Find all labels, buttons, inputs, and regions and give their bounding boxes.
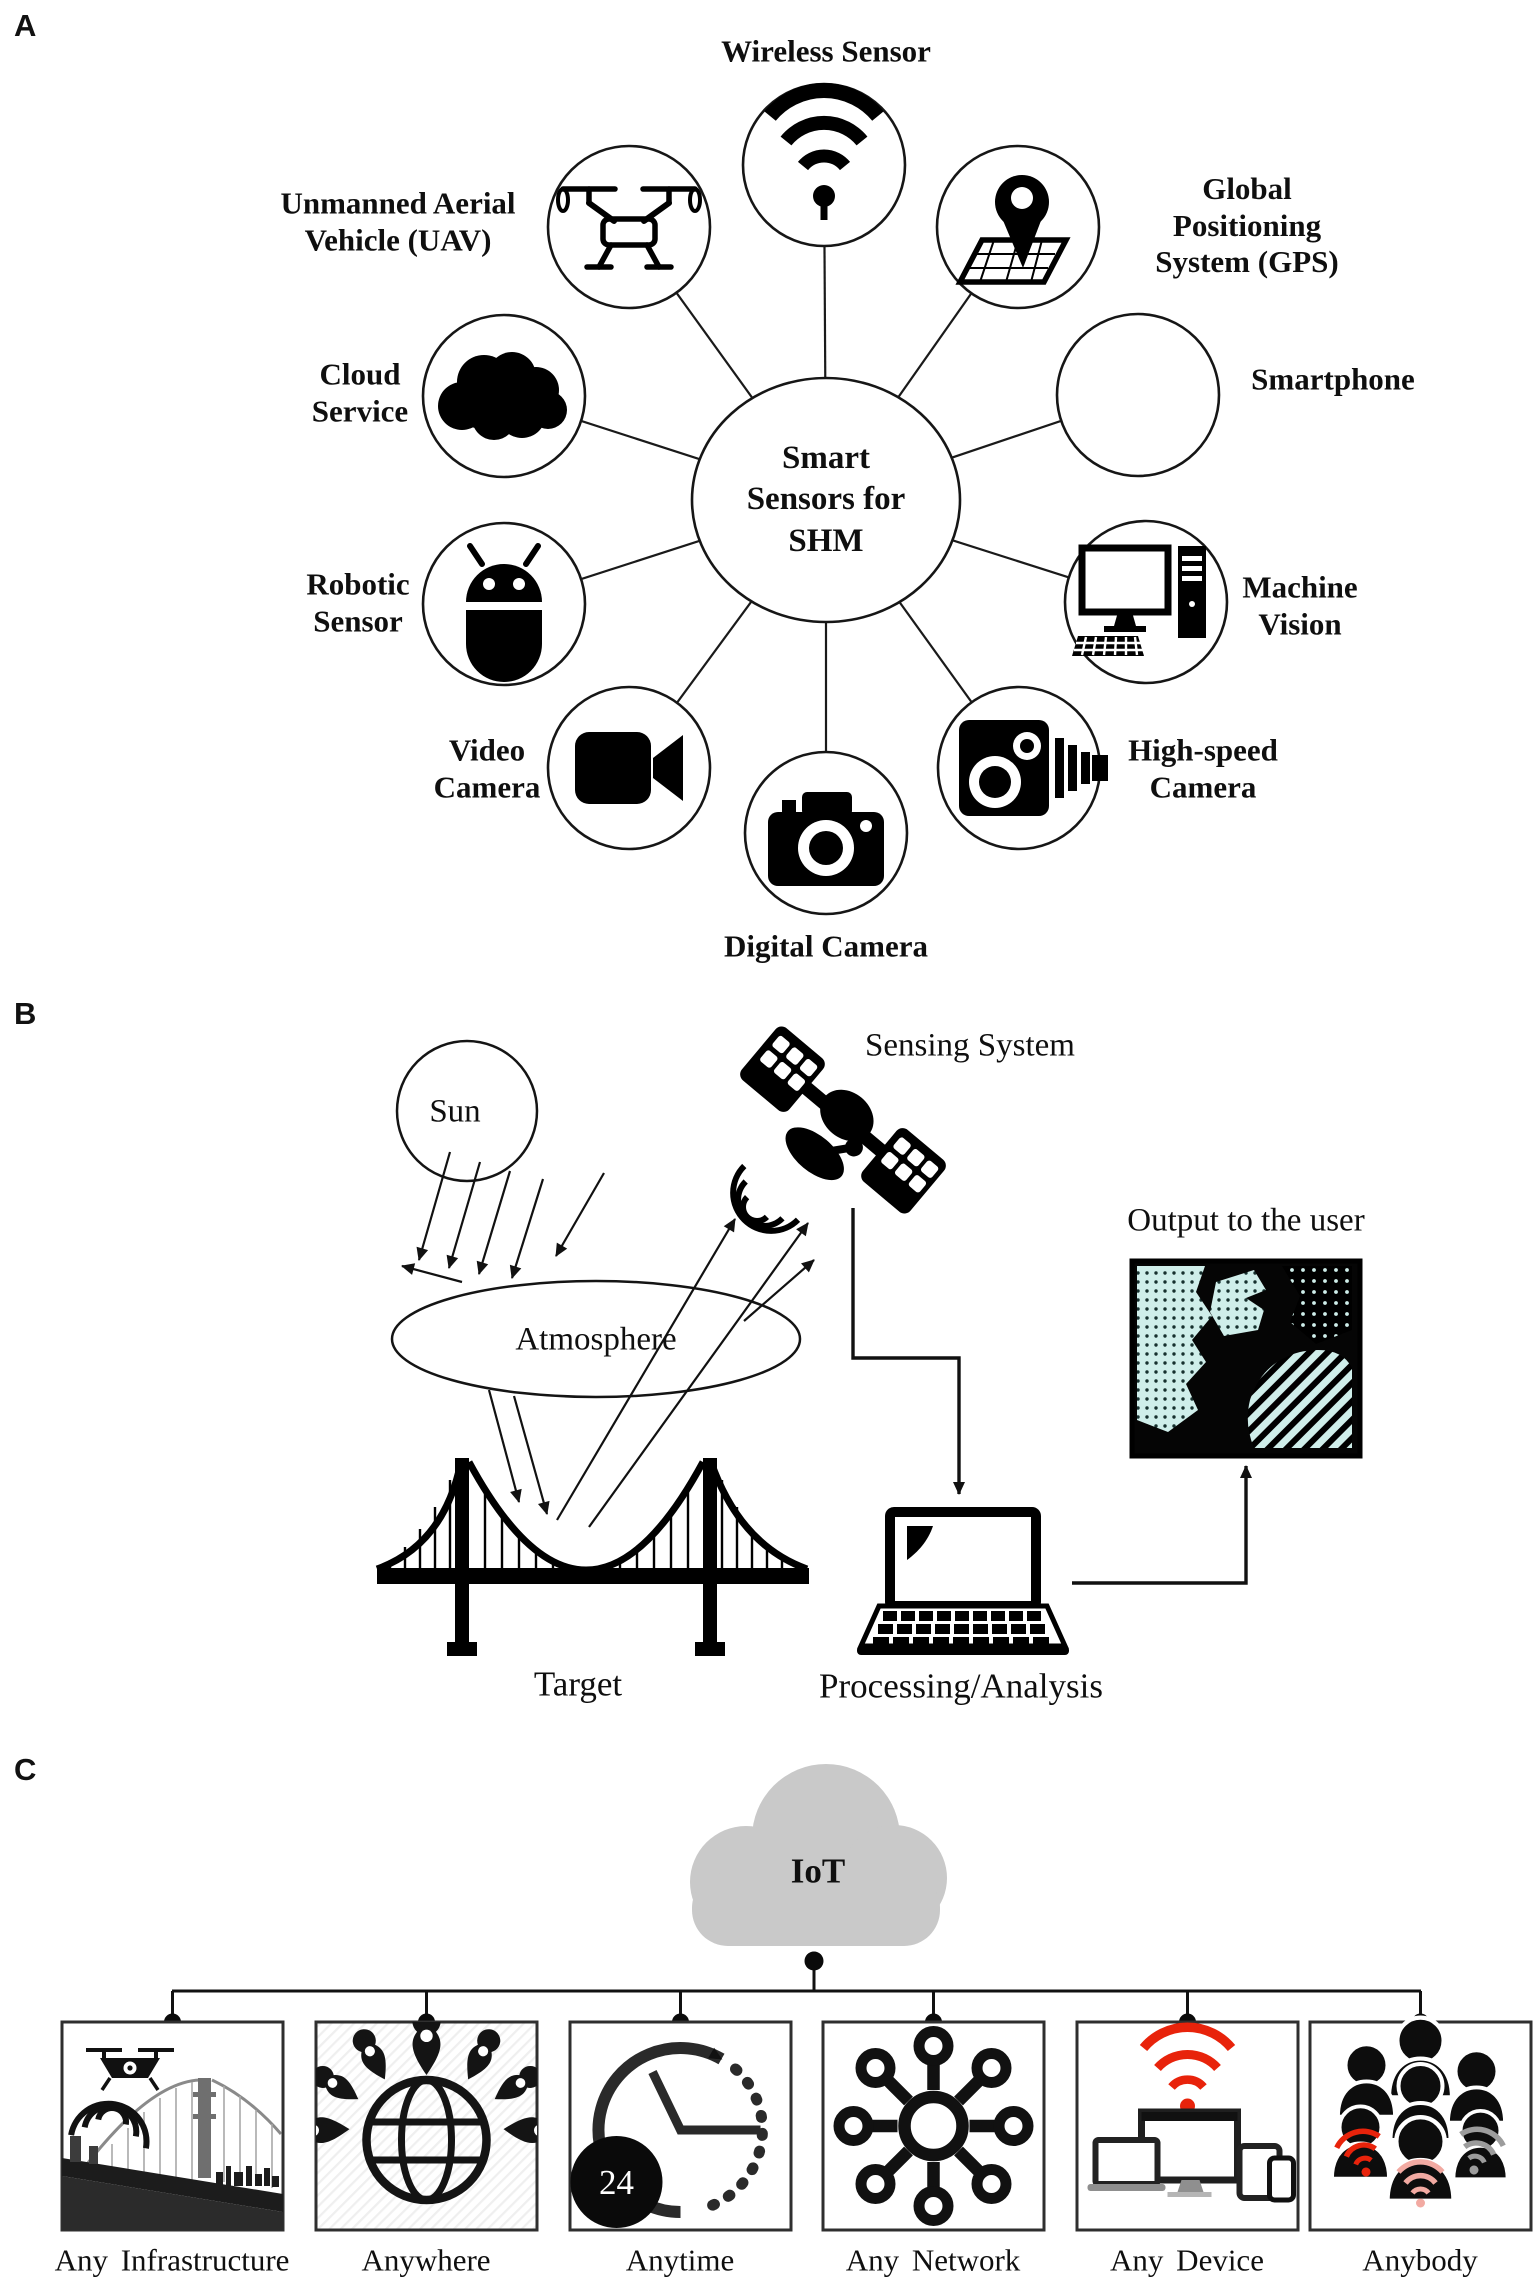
wifi-icon [764,83,884,220]
label-sensing-system: Sensing System [865,1027,1075,1064]
red-wifi-icon [1139,2022,1236,2114]
label-digital-camera: Digital Camera [723,928,929,964]
label-output: Output to the user [1127,1202,1365,1239]
label-sun: Sun [429,1093,481,1130]
label-anytime: Anytime [625,2242,735,2278]
node-uav [546,144,712,310]
label-any-infrastructure: Any Infrastructure [54,2242,290,2278]
output-map-image [1129,1258,1363,1459]
drone-bridge-icon [62,2048,283,2230]
sun-circle [395,1039,539,1183]
video-camera-icon [575,732,683,804]
atmosphere-ellipse [390,1279,802,1399]
label-target: Target [533,1664,623,1704]
label-machine-vision: Machine Vision [1242,569,1358,641]
label-processing: Processing/Analysis [819,1666,1103,1706]
iot-tree-connectors [171,1961,1422,2022]
node-smartphone [1055,312,1221,478]
label-smartphone: Smartphone [1251,361,1415,397]
label-anywhere: Anywhere [361,2242,491,2278]
photo-camera-icon [768,792,884,886]
label-gps: Global Positioning System (GPS) [1155,171,1339,280]
satellite-to-laptop-connector [851,1208,965,1495]
network-hub-icon [833,2026,1034,2226]
label-high-speed-camera: High-speed Camera [1128,732,1278,804]
label-wireless-sensor: Wireless Sensor [721,33,931,69]
label-robotic-sensor: Robotic Sensor [306,566,410,638]
high-speed-camera-icon [959,720,1108,816]
label-anybody: Anybody [1362,2242,1478,2278]
cloud-icon [438,352,567,440]
label-any-device: Any Device [1110,2242,1264,2278]
label-any-network: Any Network [845,2242,1021,2278]
label-iot: IoT [790,1851,846,1891]
desktop-computer-icon [1072,544,1206,656]
node-robotic-sensor [421,521,587,687]
satellite-icon [730,1026,946,1234]
radiation-arrows [401,1151,815,1528]
panel-c-tag: C [14,1752,37,1787]
devices-wifi-icon [1087,2022,1296,2203]
label-atmosphere: Atmosphere [515,1321,677,1358]
label-video-camera: Video Camera [433,732,541,804]
laptop-to-output-connector [1072,1465,1252,1585]
iot-cloud-icon [690,1764,947,1946]
clock-24-icon: 24 [570,2042,768,2228]
hub-ellipse [690,376,962,624]
drone-icon [556,186,702,270]
label-cloud-service: Cloud Service [311,356,409,428]
badge-24: 24 [599,2163,634,2202]
hub-label: Smart Sensors for SHM [746,440,906,559]
globe-pins-icon [316,2022,537,2205]
panel-a-tag: A [14,8,37,43]
robot-icon [466,543,542,682]
label-uav: Unmanned Aerial Vehicle (UAV) [280,185,516,257]
map-pin-icon [955,175,1071,285]
laptop-icon [857,1507,1069,1655]
bridge-icon [375,1458,809,1656]
satellite-signal-arcs [730,1163,801,1234]
panel-b-tag: B [14,996,37,1031]
